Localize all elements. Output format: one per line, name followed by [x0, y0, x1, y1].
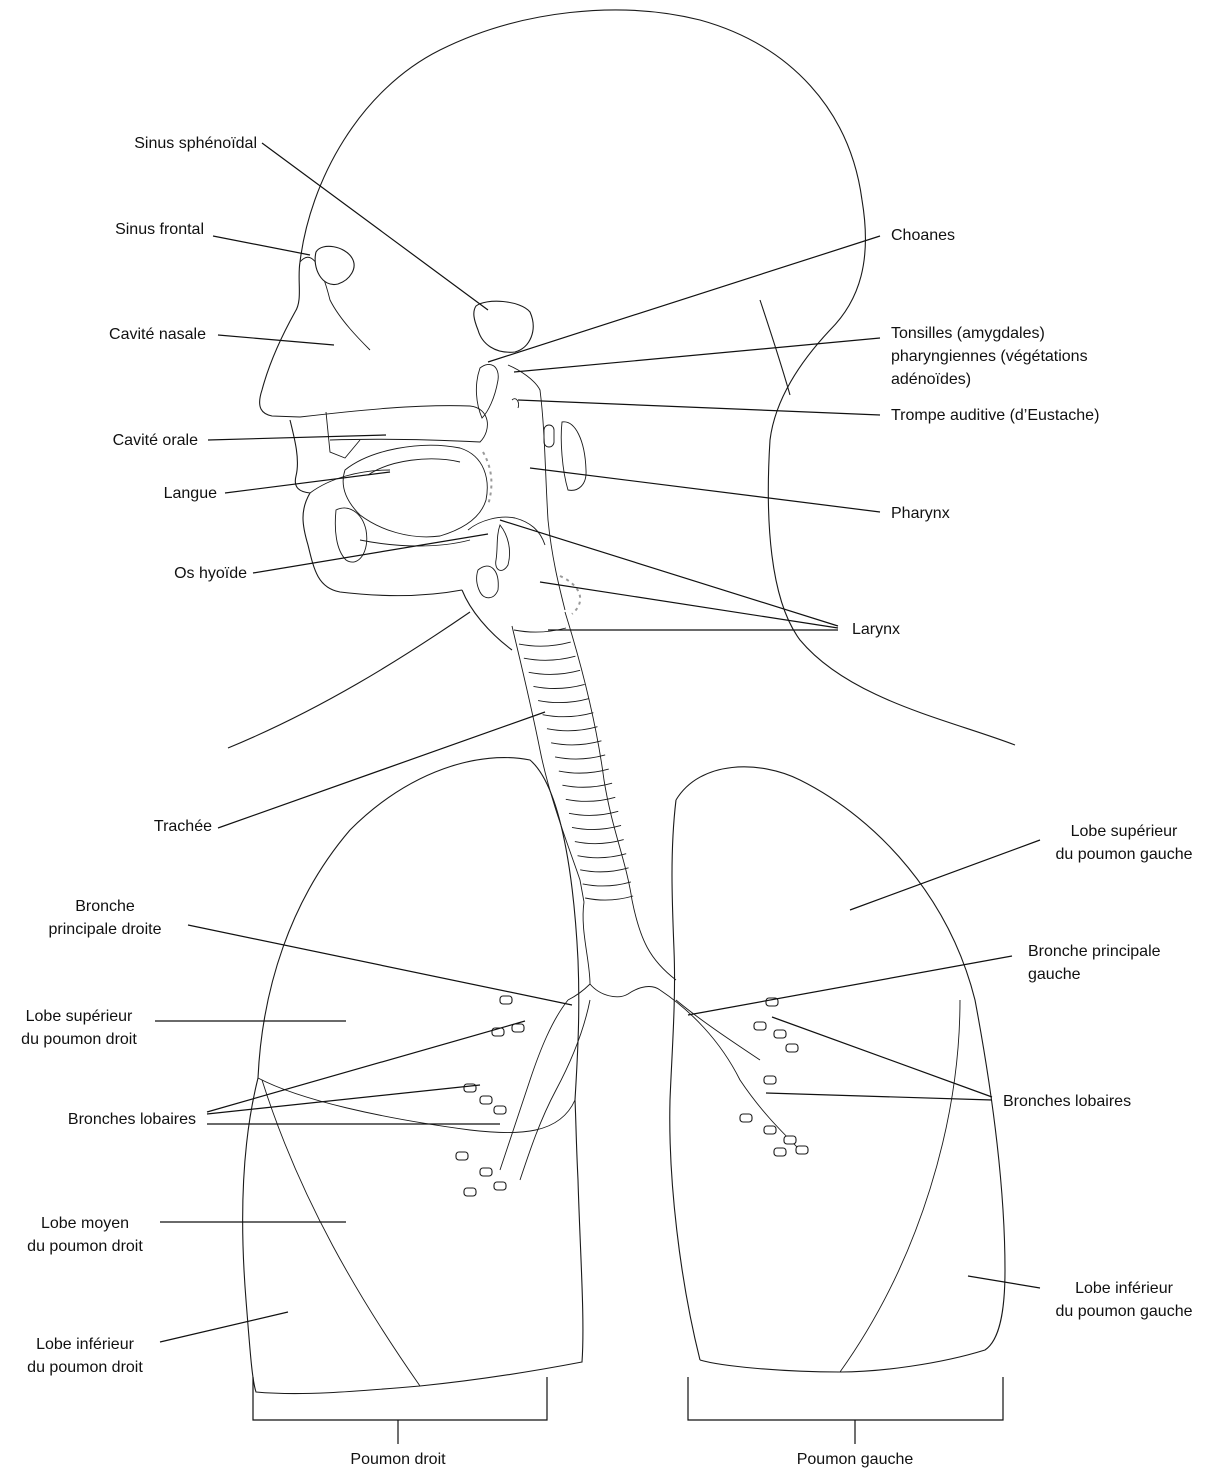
bronchial-tree [456, 900, 808, 1196]
trachea-ring [551, 741, 601, 745]
bronchiole-tip [774, 1148, 786, 1156]
bronchiole-tip [796, 1146, 808, 1154]
trachea-ring [559, 769, 609, 773]
label-lobe-moyen-line2: du poumon droit [10, 1235, 160, 1258]
trachea-ring [575, 840, 624, 844]
label-os-hyoide: Os hyoïde [174, 562, 247, 585]
bronchiole-tip [494, 1106, 506, 1114]
label-lobe-inf-droit-line2: du poumon droit [10, 1356, 160, 1379]
trachea-ring [555, 755, 605, 759]
label-lobe-inf-gauche-line1: Lobe inférieur [1040, 1277, 1208, 1300]
sphenoidal-sinus-shape [474, 301, 533, 352]
label-bronche-droite-line1: Bronche [30, 895, 180, 918]
bronchiole-tip [456, 1152, 468, 1160]
bronchiole-tip [512, 1024, 524, 1032]
left-lung-shape [670, 767, 1005, 1372]
label-poumon-gauche: Poumon gauche [770, 1448, 940, 1471]
label-lobe-moyen-droit: Lobe moyen du poumon droit [10, 1212, 160, 1258]
label-cavite-orale: Cavité orale [113, 429, 198, 452]
oral-nasal-structures [300, 364, 586, 614]
bronchiole-tip [480, 1096, 492, 1104]
trachea-ring [529, 670, 580, 674]
label-bronche-droite-line2: principale droite [30, 918, 180, 941]
label-tonsilles: Tonsilles (amygdales) pharyngiennes (vég… [891, 322, 1088, 391]
bronchiole-tip [464, 1188, 476, 1196]
trachea-ring [524, 656, 576, 660]
trachea-ring [585, 896, 633, 900]
bronchiole-tip [494, 1182, 506, 1190]
label-bronche-gauche-line2: gauche [1028, 963, 1161, 986]
label-choanes: Choanes [891, 224, 955, 247]
label-bronches-lobaires-gauche: Bronches lobaires [1003, 1090, 1131, 1113]
label-tonsilles-line1: Tonsilles (amygdales) [891, 322, 1088, 345]
label-lobe-moyen-line1: Lobe moyen [10, 1212, 160, 1235]
trachea-ring [583, 882, 631, 886]
bronchiole-tip [500, 996, 512, 1004]
label-cavite-nasale: Cavité nasale [109, 323, 206, 346]
label-bronche-gauche: Bronche principale gauche [1028, 940, 1161, 986]
label-bronches-lobaires-droite: Bronches lobaires [68, 1108, 196, 1131]
label-bronche-gauche-line1: Bronche principale [1028, 940, 1161, 963]
label-trompe-auditive: Trompe auditive (d’Eustache) [891, 404, 1099, 427]
trachea-ring [538, 699, 589, 703]
label-tonsilles-line3: adénoïdes) [891, 368, 1088, 391]
trachea-ring [578, 854, 627, 858]
trachea-shape [512, 612, 633, 902]
bronchiole-tip [754, 1022, 766, 1030]
label-lobe-sup-gauche-line1: Lobe supérieur [1040, 820, 1208, 843]
trachea-ring [519, 642, 571, 646]
bronchiole-tip [774, 1030, 786, 1038]
trachea-ring [543, 713, 594, 717]
trachea-ring [533, 684, 584, 688]
label-bronche-droite: Bronche principale droite [30, 895, 180, 941]
bronchiole-tip [764, 1126, 776, 1134]
label-lobe-inf-gauche-line2: du poumon gauche [1040, 1300, 1208, 1323]
bronchiole-tip [786, 1044, 798, 1052]
right-lung-bracket [253, 1377, 547, 1444]
bronchiole-tip [764, 1076, 776, 1084]
trachea-ring [547, 727, 598, 731]
label-lobe-sup-gauche-line2: du poumon gauche [1040, 843, 1208, 866]
label-langue: Langue [164, 482, 217, 505]
bronchiole-tip [784, 1136, 796, 1144]
label-sinus-sphenoidal: Sinus sphénoïdal [134, 132, 257, 155]
bronchiole-tip [740, 1114, 752, 1122]
label-tonsilles-line2: pharyngiennes (végétations [891, 345, 1088, 368]
label-lobe-inferieur-gauche: Lobe inférieur du poumon gauche [1040, 1277, 1208, 1323]
label-lobe-inf-droit-line1: Lobe inférieur [10, 1333, 160, 1356]
bronchiole-tip [480, 1168, 492, 1176]
label-pharynx: Pharynx [891, 502, 950, 525]
label-lobe-sup-droit-line1: Lobe supérieur [4, 1005, 154, 1028]
label-trachee: Trachée [154, 815, 212, 838]
label-sinus-frontal: Sinus frontal [115, 218, 204, 241]
label-lobe-sup-droit-line2: du poumon droit [4, 1028, 154, 1051]
label-larynx: Larynx [852, 618, 900, 641]
label-lobe-inferieur-droit: Lobe inférieur du poumon droit [10, 1333, 160, 1379]
label-lobe-superieur-gauche: Lobe supérieur du poumon gauche [1040, 820, 1208, 866]
left-lung-bracket [688, 1377, 1003, 1444]
frontal-sinus-shape [315, 246, 354, 284]
label-poumon-droit: Poumon droit [318, 1448, 478, 1471]
trachea-ring [580, 868, 628, 872]
label-lobe-superieur-droit: Lobe supérieur du poumon droit [4, 1005, 154, 1051]
